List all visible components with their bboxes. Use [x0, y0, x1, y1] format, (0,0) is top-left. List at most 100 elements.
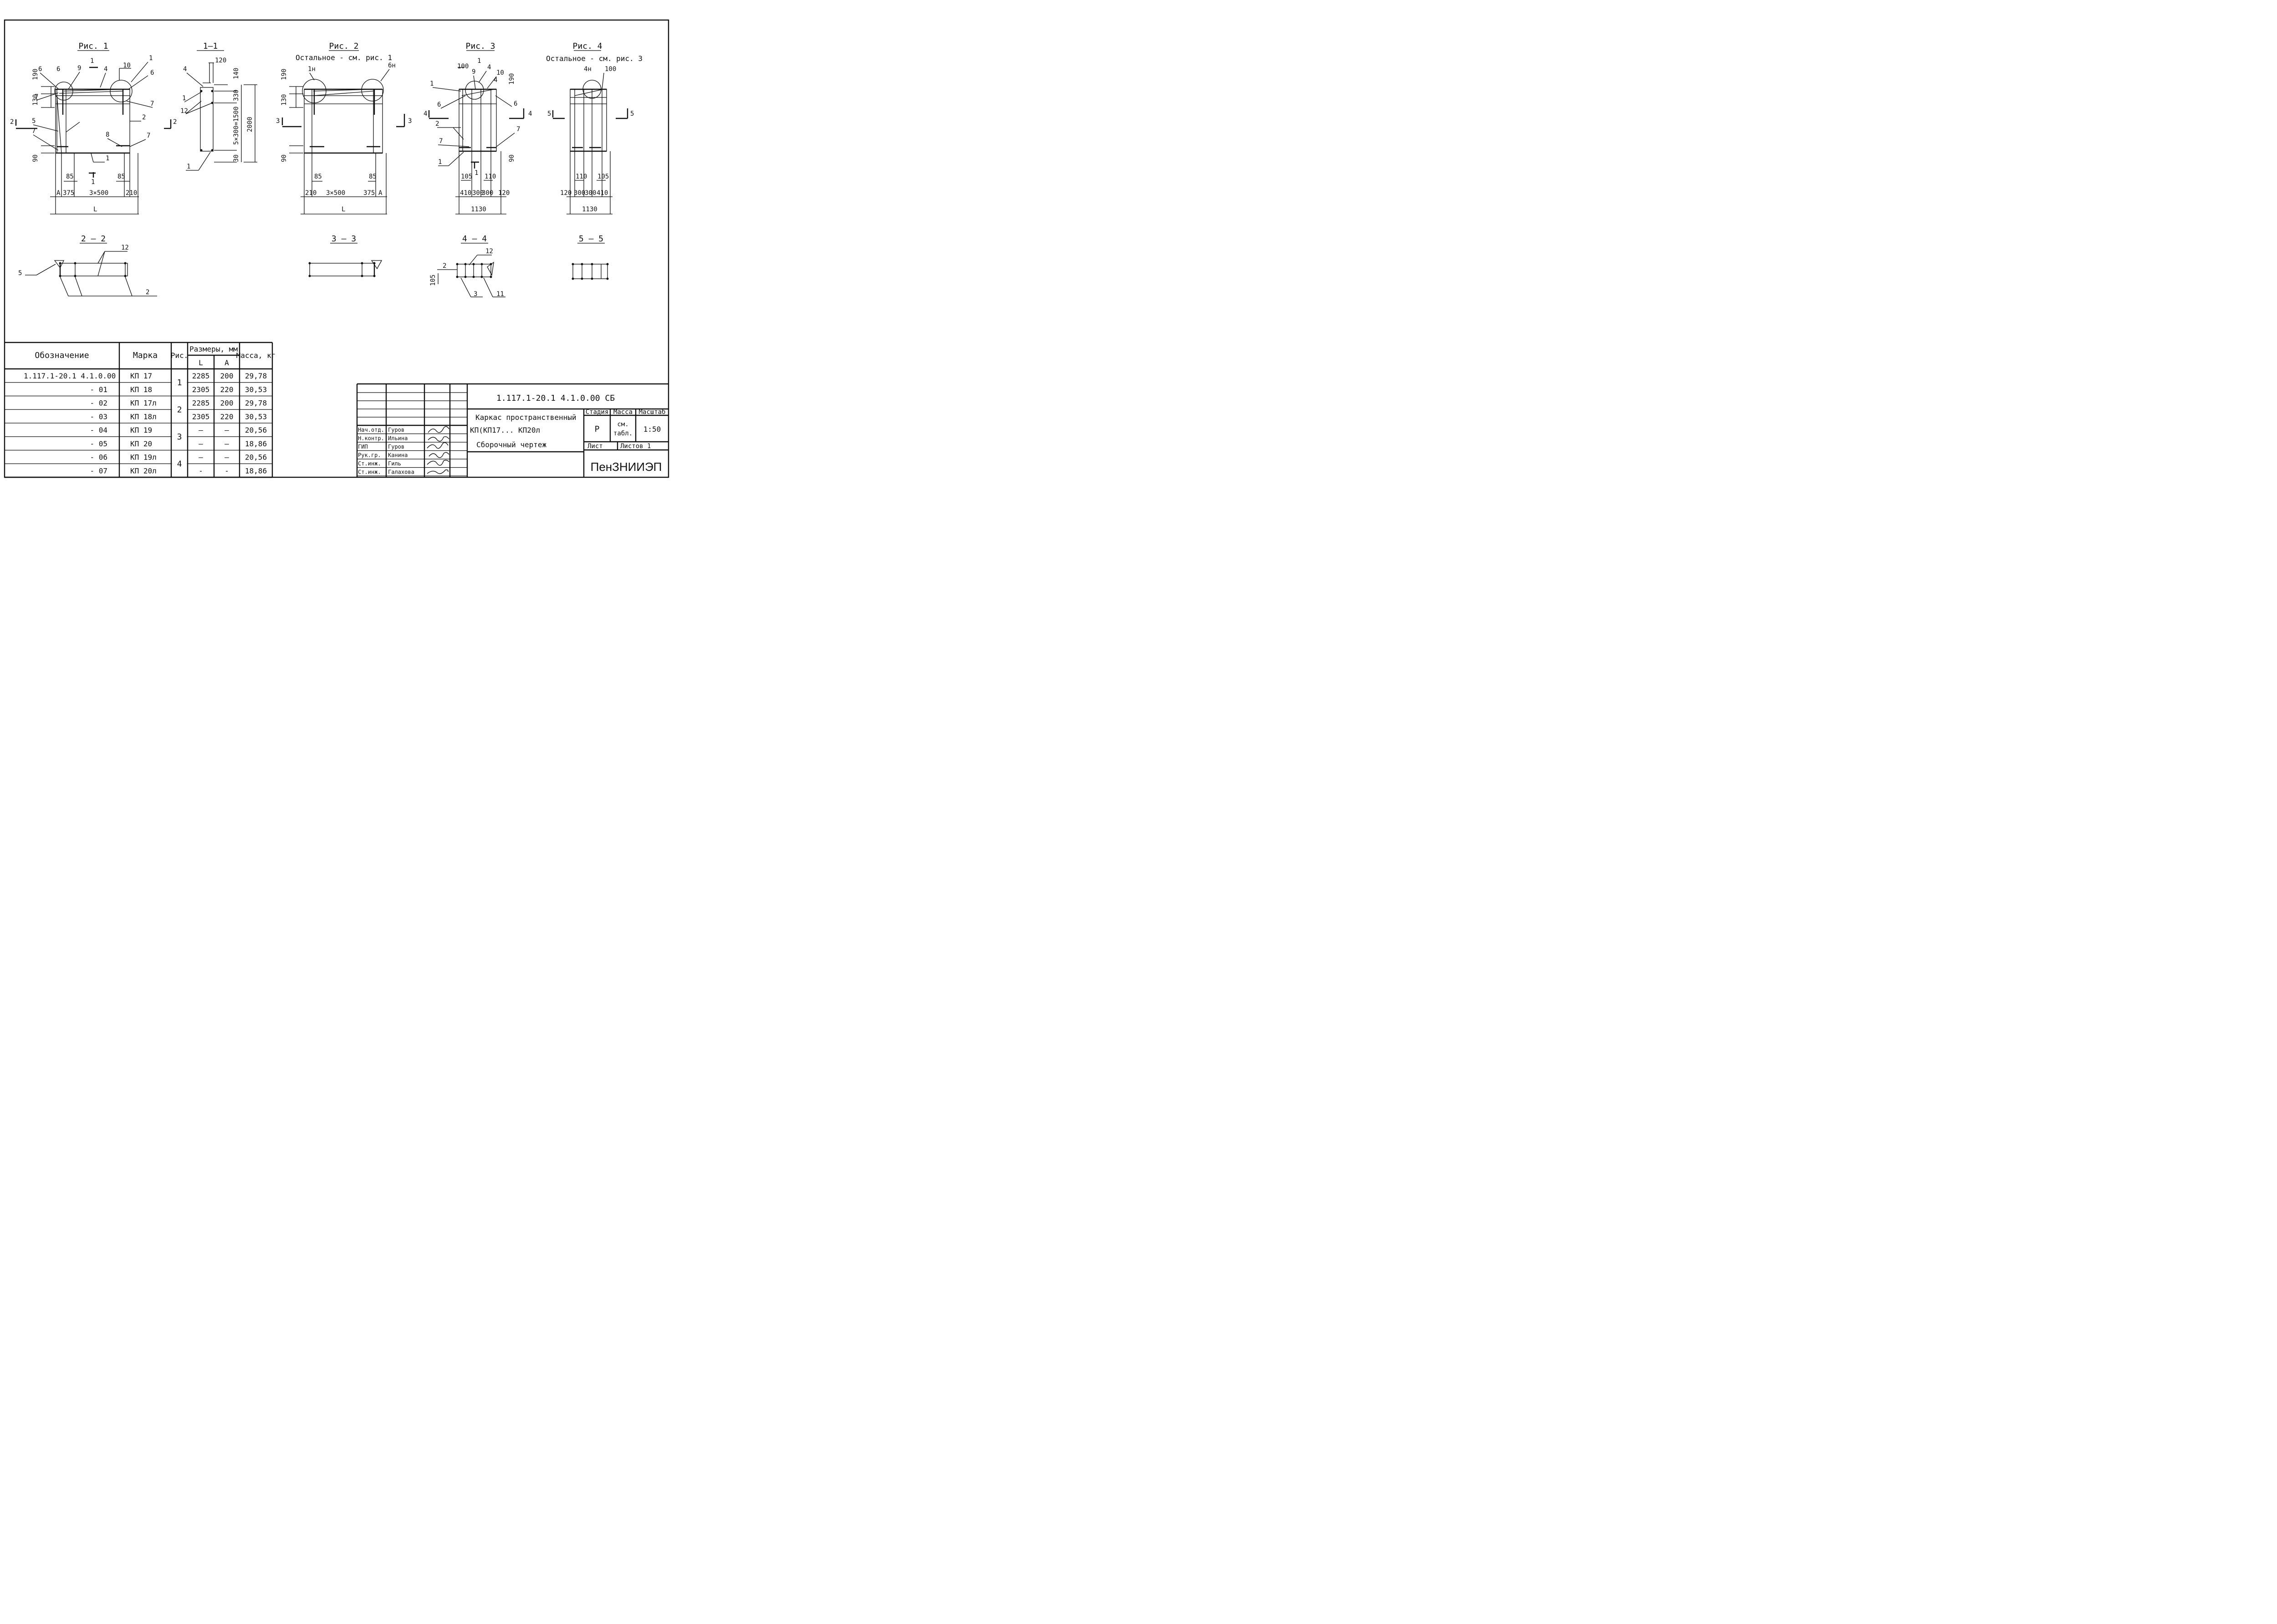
sheet-frame — [4, 19, 669, 478]
leader-label: 12 — [121, 244, 129, 251]
document-name: Каркас пространственный — [475, 413, 577, 422]
document-name: Сборочный чертеж — [476, 440, 546, 449]
cell-L: — — [199, 453, 203, 462]
svg-text:7: 7 — [439, 138, 443, 145]
leader-label: 2 — [443, 262, 446, 270]
dim: 210 — [305, 189, 317, 197]
staff-role: Ст.инж. — [358, 469, 381, 475]
dim: 100 — [605, 66, 616, 73]
figure-4-frame — [570, 89, 607, 152]
svg-text:4: 4 — [487, 64, 491, 71]
dim: 300 — [585, 189, 596, 197]
dim: 105 — [597, 173, 609, 180]
dim: 85 — [66, 173, 74, 180]
section-mark: 3 — [408, 117, 412, 125]
dim: 190 — [508, 73, 516, 85]
dim: 120 — [215, 57, 226, 64]
dim: 3×500 — [89, 189, 108, 197]
header-L: L — [199, 358, 203, 367]
cell-L: 2285 — [192, 399, 210, 408]
section-title: 3 — 3 — [332, 234, 356, 244]
cell-designation: - 05 — [90, 439, 107, 448]
cut-mark: 1 — [91, 179, 95, 186]
dim: 300 — [574, 189, 585, 197]
cell-mass: 29,78 — [245, 372, 267, 380]
section-1-1: 1—1 120 140 330 5×300=1500 30 2000 4 1 1… — [180, 41, 257, 171]
svg-text:4: 4 — [494, 77, 497, 84]
cell-designation: - 04 — [90, 426, 107, 434]
cell-mass: 30,53 — [245, 385, 267, 394]
figure-3-title: Рис. 3 — [465, 41, 495, 51]
cell-designation: - 01 — [90, 385, 107, 394]
figure-2-title: Рис. 2 — [329, 41, 358, 51]
leader-label: 4 — [183, 66, 187, 73]
dim: 130 — [281, 94, 288, 106]
leader-labels: 1 9 4 10 4 6 1 6 2 7 7 1 — [430, 57, 520, 166]
staff-name: Канина — [388, 452, 408, 459]
mass-value: см. — [617, 421, 628, 428]
dim: 190 — [32, 69, 39, 80]
dim: 85 — [369, 173, 377, 180]
figure-3: Рис. 3 1 9 4 10 4 6 1 6 2 7 7 1 — [424, 41, 532, 214]
dim-L: L — [93, 206, 97, 213]
svg-text:5: 5 — [32, 117, 36, 125]
staff-role: Ст.инж. — [358, 460, 381, 467]
cell-A: 220 — [220, 385, 234, 394]
leader-label: 4н — [584, 66, 592, 73]
section-2-2: 2 — 2 12 5 2 — [18, 234, 157, 296]
mass-value: табл. — [613, 430, 633, 437]
svg-text:2: 2 — [142, 114, 146, 121]
dim: 130 — [32, 94, 39, 106]
cell-mark: КП 17л — [130, 399, 157, 408]
staff-name: Гиль — [388, 460, 401, 467]
cut-mark: 1 — [475, 169, 478, 177]
stage-value: Р — [595, 424, 600, 434]
svg-text:9: 9 — [77, 65, 81, 72]
dim: 2000 — [246, 117, 254, 132]
cell-A: 200 — [220, 372, 234, 380]
svg-text:4: 4 — [104, 66, 107, 73]
svg-text:6: 6 — [437, 101, 441, 108]
dim: 105 — [429, 275, 437, 286]
cell-A: 200 — [220, 399, 234, 408]
figure-2-frame — [304, 89, 383, 153]
svg-text:7: 7 — [516, 126, 520, 133]
svg-text:1: 1 — [149, 55, 153, 62]
mass-label: Масса — [613, 409, 633, 416]
cell-L: 2305 — [192, 412, 210, 421]
dim: 410 — [460, 189, 471, 197]
dim-A: A — [378, 189, 383, 197]
cell-fig: 4 — [177, 459, 182, 469]
dim: 330 — [233, 90, 240, 101]
svg-text:6: 6 — [514, 100, 517, 107]
section-mark: 5 — [630, 110, 634, 117]
cell-mass: 18,86 — [245, 466, 267, 475]
svg-text:6: 6 — [150, 69, 154, 77]
dim: 140 — [233, 68, 240, 79]
section-mark: 3 — [276, 117, 280, 125]
cell-mark: КП 19л — [130, 453, 157, 462]
dim: 90 — [508, 154, 516, 162]
svg-text:9: 9 — [472, 68, 475, 76]
leader-label: 6н — [388, 62, 396, 69]
dim: 375 — [63, 189, 74, 197]
header-A: А — [225, 358, 229, 367]
dim: 90 — [281, 154, 288, 162]
staff-name: Галахова — [388, 469, 414, 475]
header-fig: Рис. — [171, 351, 189, 360]
cell-fig: 3 — [177, 432, 182, 442]
leader-label: 1н — [308, 66, 316, 73]
cell-designation: - 02 — [90, 399, 107, 408]
figure-1-title: Рис. 1 — [78, 41, 108, 51]
svg-text:1: 1 — [438, 158, 442, 166]
dim: 190 — [281, 69, 288, 80]
cell-L: - — [199, 466, 203, 475]
cell-mass: 29,78 — [245, 399, 267, 408]
dim: 110 — [485, 173, 496, 180]
section-title: 4 — 4 — [462, 234, 487, 244]
cell-A: — — [225, 453, 229, 462]
dim-A: A — [56, 189, 61, 197]
